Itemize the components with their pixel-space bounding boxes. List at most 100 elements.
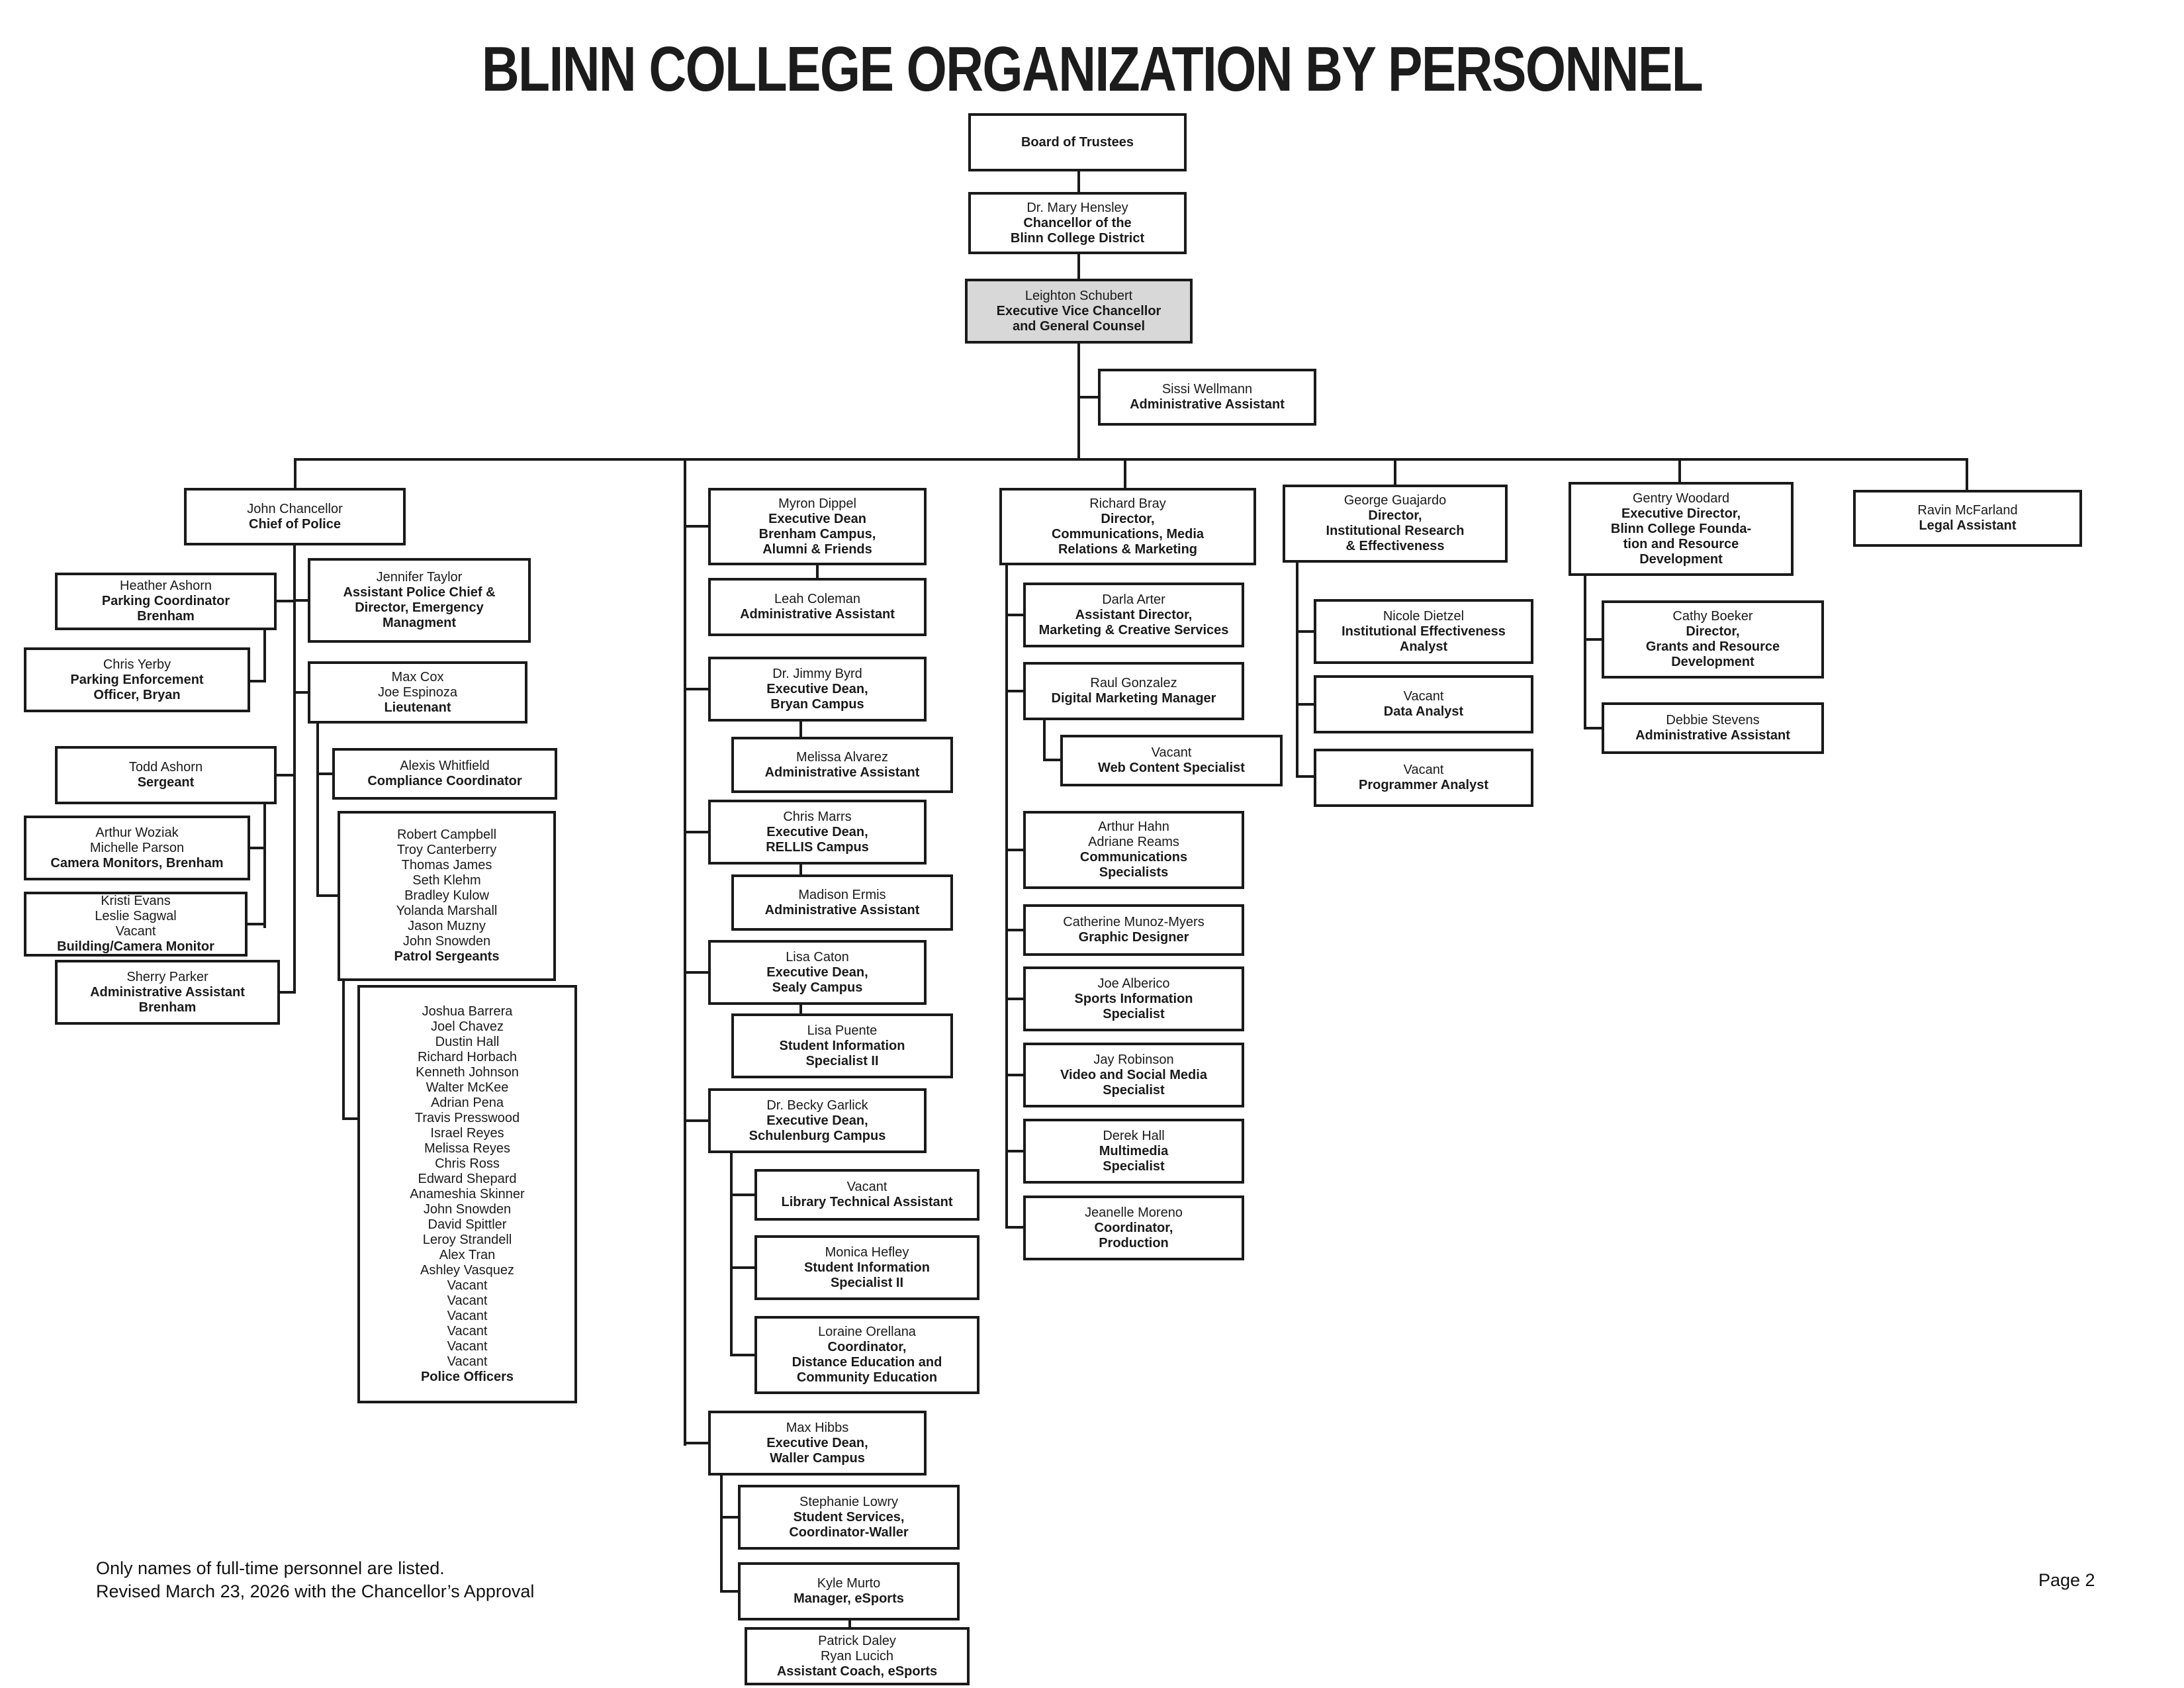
node-text-line: Manager, eSports — [794, 1591, 904, 1606]
node-text-line: Officer, Bryan — [93, 687, 181, 702]
node-text-line: Digital Marketing Manager — [1051, 691, 1216, 706]
connector-line — [1584, 576, 1586, 729]
node-text-line: Schulenburg Campus — [749, 1128, 886, 1143]
node-text-line: Compliance Coordinator — [367, 774, 522, 788]
node-text-line: Nicole Dietzel — [1383, 608, 1465, 624]
node-text-line: Vacant — [447, 1338, 488, 1354]
node-text-line: Monica Hefley — [825, 1244, 909, 1260]
node-text-line: RELLIS Campus — [766, 839, 869, 855]
node-text-line: Chris Marrs — [783, 809, 852, 824]
connector-line — [1008, 1074, 1023, 1076]
connector-line — [686, 525, 708, 528]
node-text-line: Administrative Assistant — [764, 765, 920, 780]
node-text-line: Vacant — [1403, 763, 1444, 777]
node-text-line: Director, Emergency — [355, 600, 484, 615]
connector-line — [1298, 630, 1314, 633]
connector-line — [1678, 458, 1681, 482]
node-text-line: Vacant — [447, 1354, 488, 1369]
connector-line — [1008, 1226, 1023, 1229]
node-text-line: Dr. Mary Hensley — [1026, 200, 1128, 215]
node-text-line: Multimedia — [1099, 1143, 1169, 1158]
connector-line — [1043, 720, 1046, 761]
node-text-line: Kyle Murto — [817, 1576, 881, 1591]
node-text-line: Communications, Media — [1051, 526, 1205, 541]
node-text-line: Executive Dean, — [766, 1113, 868, 1128]
node-text-line: Board of Trustees — [1021, 134, 1134, 150]
node-text-line: Alexis Whitfield — [400, 759, 490, 773]
connector-line — [799, 1005, 802, 1013]
connector-line — [294, 458, 296, 488]
node-text-line: Debbie Stevens — [1666, 713, 1760, 727]
connector-line — [296, 691, 308, 694]
node-text-line: Blinn College District — [1010, 230, 1145, 246]
node-text-line: Parking Enforcement — [70, 672, 204, 687]
node-text-line: Vacant — [1151, 745, 1192, 760]
connector-line — [733, 1194, 754, 1196]
node-text-line: Anameshia Skinner — [410, 1186, 525, 1201]
node-text-line: Blinn College Founda- — [1610, 521, 1752, 536]
node-text-line: Library Technical Assistant — [781, 1195, 953, 1209]
node-text-line: Student Services, — [793, 1509, 905, 1524]
node-text-line: Director, — [1368, 508, 1422, 523]
node-text-line: Vacant — [846, 1180, 887, 1194]
footnote-line1: Only names of full-time personnel are li… — [96, 1558, 445, 1578]
node-text-line: Executive Vice Chancellor — [996, 303, 1161, 318]
node-text-line: Joel Chavez — [430, 1019, 504, 1034]
connector-line — [319, 773, 332, 775]
node-text-line: Max Cox — [391, 669, 444, 684]
node-text-line: Joe Alberico — [1097, 976, 1170, 991]
connector-line — [263, 630, 266, 682]
node-text-line: Programmer Analyst — [1359, 778, 1488, 792]
connector-line — [684, 458, 686, 1446]
connector-line — [1394, 458, 1396, 485]
node-text-line: Specialist — [1103, 1006, 1165, 1021]
node-text-line: Gentry Woodard — [1632, 491, 1730, 506]
node-text-line: Executive Director, — [1621, 506, 1741, 521]
node-text-line: Sergeant — [137, 775, 195, 790]
node-text-line: Jennifer Taylor — [376, 570, 463, 585]
node-text-line: Lieutenant — [384, 700, 451, 715]
node-text-line: Seth Klehm — [412, 873, 481, 888]
connector-line — [799, 865, 802, 874]
node-text-line: Camera Monitors, Brenham — [50, 855, 224, 870]
node-text-line: Specialist — [1103, 1082, 1165, 1098]
node-text-line: Catherine Munoz-Myers — [1063, 915, 1205, 929]
node-text-line: Vacant — [447, 1278, 488, 1293]
node-text-line: Patrick Daley — [818, 1633, 896, 1648]
node-text-line: Adriane Reams — [1088, 835, 1179, 849]
connector-line — [1077, 396, 1101, 399]
connector-line — [250, 847, 265, 849]
node-text-line: Legal Assistant — [1919, 518, 2017, 533]
node-text-line: Sissi Wellmann — [1161, 382, 1253, 397]
connector-line — [686, 831, 708, 833]
node-text-line: Dr. Becky Garlick — [766, 1098, 868, 1113]
connector-line — [293, 545, 296, 994]
node-text-line: Lisa Caton — [786, 949, 849, 964]
node-text-line: Specialist — [1103, 1158, 1165, 1174]
node-text-line: Walter McKee — [426, 1080, 509, 1095]
node-text-line: Coordinator-Waller — [789, 1524, 909, 1540]
node-text-line: Jay Robinson — [1093, 1052, 1174, 1067]
node-text-line: Assistant Police Chief & — [343, 585, 496, 600]
node-text-line: Dustin Hall — [435, 1034, 500, 1049]
node-text-line: Alex Tran — [439, 1247, 496, 1262]
node-text-line: Development — [1671, 655, 1754, 669]
